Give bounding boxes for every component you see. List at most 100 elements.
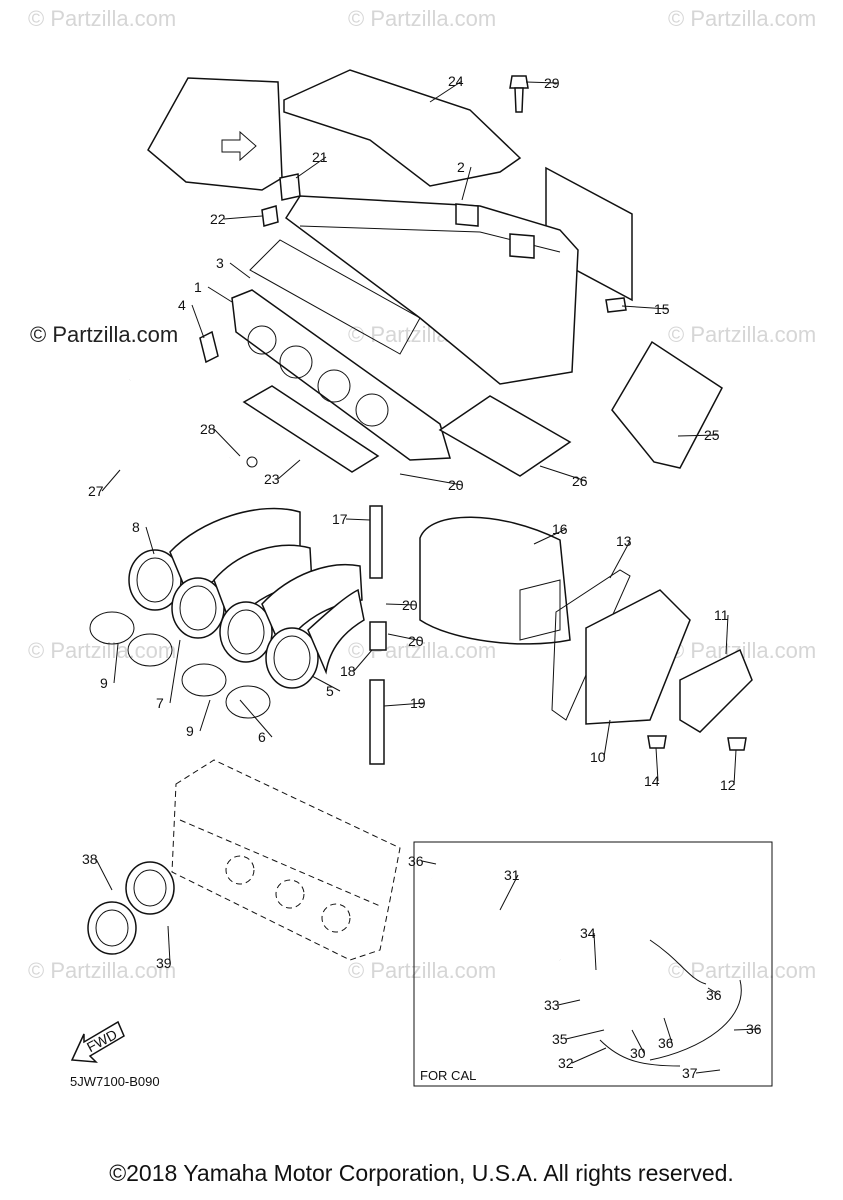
callout-number: 19 xyxy=(410,695,426,711)
callout-number: 17 xyxy=(332,511,348,527)
part-23-plate[interactable] xyxy=(242,385,380,473)
leader-line xyxy=(539,465,587,482)
callout-number: 25 xyxy=(704,427,720,443)
leader-line xyxy=(565,1029,605,1040)
carburetor-assembly xyxy=(171,759,401,961)
callout-number: 20 xyxy=(402,597,418,613)
callout-20: 20 xyxy=(399,473,464,493)
leader-line xyxy=(213,428,241,457)
leader-line xyxy=(609,540,631,579)
callout-number: 7 xyxy=(156,695,164,711)
leader-line xyxy=(385,603,417,606)
watermark-strong: © Partzilla.com xyxy=(30,322,179,347)
callout-number: 23 xyxy=(264,471,280,487)
part-10-cover[interactable] xyxy=(585,589,691,725)
leader-line xyxy=(655,747,659,782)
part-22-fitting[interactable] xyxy=(261,205,279,227)
callout-2: 2 xyxy=(457,159,472,201)
part-21-fitting[interactable] xyxy=(279,173,301,201)
callout-number: 12 xyxy=(720,777,736,793)
leader-line xyxy=(399,473,463,486)
leader-line xyxy=(207,286,233,303)
callout-18: 18 xyxy=(340,649,373,679)
part-24-top-cover[interactable] xyxy=(283,69,522,187)
part-28-plate[interactable] xyxy=(438,395,572,477)
leader-line xyxy=(169,639,181,704)
callout-number: 6 xyxy=(258,729,266,745)
part-2-air-box-case[interactable] xyxy=(284,195,579,385)
callout-number: 9 xyxy=(186,723,194,739)
leader-line xyxy=(101,469,121,492)
part-3-gasket[interactable] xyxy=(249,239,421,355)
callout-28: 28 xyxy=(200,421,241,457)
part-31-bolt[interactable] xyxy=(509,75,529,113)
part-11-cap[interactable] xyxy=(679,648,753,733)
part-8-joint[interactable] xyxy=(128,507,301,611)
callout-number: 27 xyxy=(88,483,104,499)
part-14-screw[interactable] xyxy=(647,735,667,749)
part-15-clip[interactable] xyxy=(605,297,627,313)
leader-line xyxy=(95,858,113,891)
part-12-screw[interactable] xyxy=(727,737,747,751)
part-25-side-cover[interactable] xyxy=(611,340,723,469)
leader-line xyxy=(345,518,371,521)
leader-line xyxy=(429,80,463,103)
part-29-hose[interactable] xyxy=(105,377,232,481)
callout-36: 36 xyxy=(733,1021,762,1037)
callout-number: 38 xyxy=(82,851,98,867)
callout-20: 20 xyxy=(385,597,418,613)
leader-line xyxy=(239,699,273,738)
part-41-joint[interactable] xyxy=(87,861,175,955)
part-30-clip[interactable] xyxy=(246,456,258,468)
callout-number: 30 xyxy=(630,1045,646,1061)
callout-27: 27 xyxy=(88,469,121,499)
leader-line xyxy=(733,1028,761,1031)
callout-11: 11 xyxy=(714,607,729,655)
diagram-code: 5JW7100-B090 xyxy=(70,1074,160,1089)
part-18-check-valve[interactable] xyxy=(369,621,387,651)
callout-number: 5 xyxy=(326,683,334,699)
leader-line xyxy=(733,749,737,786)
leader-line xyxy=(311,675,341,692)
part-5-joint[interactable] xyxy=(265,588,365,689)
leader-line xyxy=(557,999,581,1006)
callout-32: 32 xyxy=(558,1047,607,1071)
watermark: © Partzilla.com xyxy=(668,958,817,983)
callout-13: 13 xyxy=(609,533,632,579)
leader-line xyxy=(725,614,729,655)
cal-inset-box xyxy=(413,841,773,1087)
callout-1: 1 xyxy=(194,279,233,303)
part-1-air-box-lower[interactable] xyxy=(231,289,451,461)
callout-19: 19 xyxy=(383,695,426,711)
callout-24: 24 xyxy=(429,73,464,103)
part-16-air-filter[interactable] xyxy=(419,516,571,645)
callout-29: 29 xyxy=(525,75,560,91)
leader-line xyxy=(707,987,721,996)
leader-line xyxy=(677,434,719,437)
part-17-hose[interactable] xyxy=(369,505,383,579)
callout-number: 20 xyxy=(408,633,424,649)
part-19-hose[interactable] xyxy=(369,679,385,765)
callout-33: 33 xyxy=(544,997,581,1013)
part-9-clamp[interactable] xyxy=(89,611,271,719)
callout-number: 16 xyxy=(552,521,568,537)
callout-number: 29 xyxy=(544,75,560,91)
callout-number: 3 xyxy=(216,255,224,271)
leader-line xyxy=(421,860,437,865)
part-4-screw[interactable] xyxy=(199,330,219,364)
callout-20: 20 xyxy=(387,633,424,649)
callout-38: 38 xyxy=(82,851,113,891)
callout-number: 21 xyxy=(312,149,328,165)
leader-line xyxy=(353,649,373,672)
callout-9: 9 xyxy=(100,643,119,691)
callout-7: 7 xyxy=(156,639,181,711)
callout-23: 23 xyxy=(264,459,301,487)
leader-line xyxy=(295,156,327,179)
callout-number: 36 xyxy=(706,987,722,1003)
callout-number: 10 xyxy=(590,749,606,765)
callout-34: 34 xyxy=(580,925,597,971)
callout-14: 14 xyxy=(644,747,660,789)
leader-line xyxy=(525,81,559,84)
